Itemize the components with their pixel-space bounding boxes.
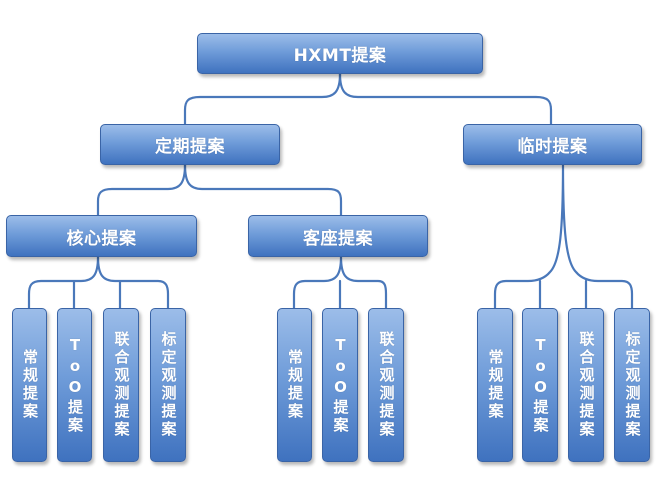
leaf-core-routine-label: 常规提案 [21, 349, 39, 421]
node-guest-proposal-label: 客座提案 [303, 228, 373, 249]
leaf-temporary-too-label: ToO提案 [531, 335, 550, 435]
leaf-guest-too-label: ToO提案 [331, 335, 350, 435]
leaf-core-calibration: 标定观测提案 [150, 308, 186, 462]
node-hxmt-proposal-label: HXMT提案 [293, 46, 387, 66]
leaf-guest-routine: 常规提案 [277, 308, 312, 462]
link-root-temporary [338, 72, 553, 126]
leaf-guest-too: ToO提案 [322, 308, 358, 462]
node-temporary-proposal: 临时提案 [463, 124, 642, 165]
link-root-regular [183, 72, 342, 126]
leaf-guest-routine-label: 常规提案 [286, 349, 304, 421]
node-hxmt-proposal: HXMT提案 [197, 33, 483, 74]
node-regular-proposal: 定期提案 [100, 124, 280, 165]
leaf-guest-joint-label: 联合观测提案 [377, 331, 396, 439]
leaf-core-too-label: ToO提案 [66, 335, 84, 435]
leaf-core-routine: 常规提案 [12, 308, 47, 462]
leaf-temporary-calibration: 标定观测提案 [614, 308, 650, 462]
leaf-core-calibration-label: 标定观测提案 [159, 331, 178, 439]
leaf-guest-joint: 联合观测提案 [368, 308, 404, 462]
leaf-temporary-joint-label: 联合观测提案 [577, 331, 596, 439]
node-core-proposal-label: 核心提案 [66, 228, 137, 249]
leaf-core-too: ToO提案 [57, 308, 92, 462]
link-core-leaves [27, 255, 170, 310]
leaf-core-joint: 联合观测提案 [103, 308, 139, 462]
leaf-temporary-too: ToO提案 [522, 308, 558, 462]
link-regular-guest [183, 163, 343, 217]
leaf-temporary-calibration-label: 标定观测提案 [623, 331, 642, 439]
link-temporary-leaves [493, 163, 634, 310]
node-regular-proposal-label: 定期提案 [155, 137, 225, 157]
leaf-temporary-routine: 常规提案 [477, 308, 513, 462]
link-guest-leaves [292, 255, 388, 310]
link-regular-core [96, 163, 187, 217]
node-temporary-proposal-label: 临时提案 [517, 137, 588, 157]
leaf-temporary-routine-label: 常规提案 [486, 349, 505, 421]
leaf-temporary-joint: 联合观测提案 [568, 308, 604, 462]
node-core-proposal: 核心提案 [6, 215, 197, 257]
leaf-core-joint-label: 联合观测提案 [112, 331, 131, 439]
node-guest-proposal: 客座提案 [248, 215, 428, 257]
